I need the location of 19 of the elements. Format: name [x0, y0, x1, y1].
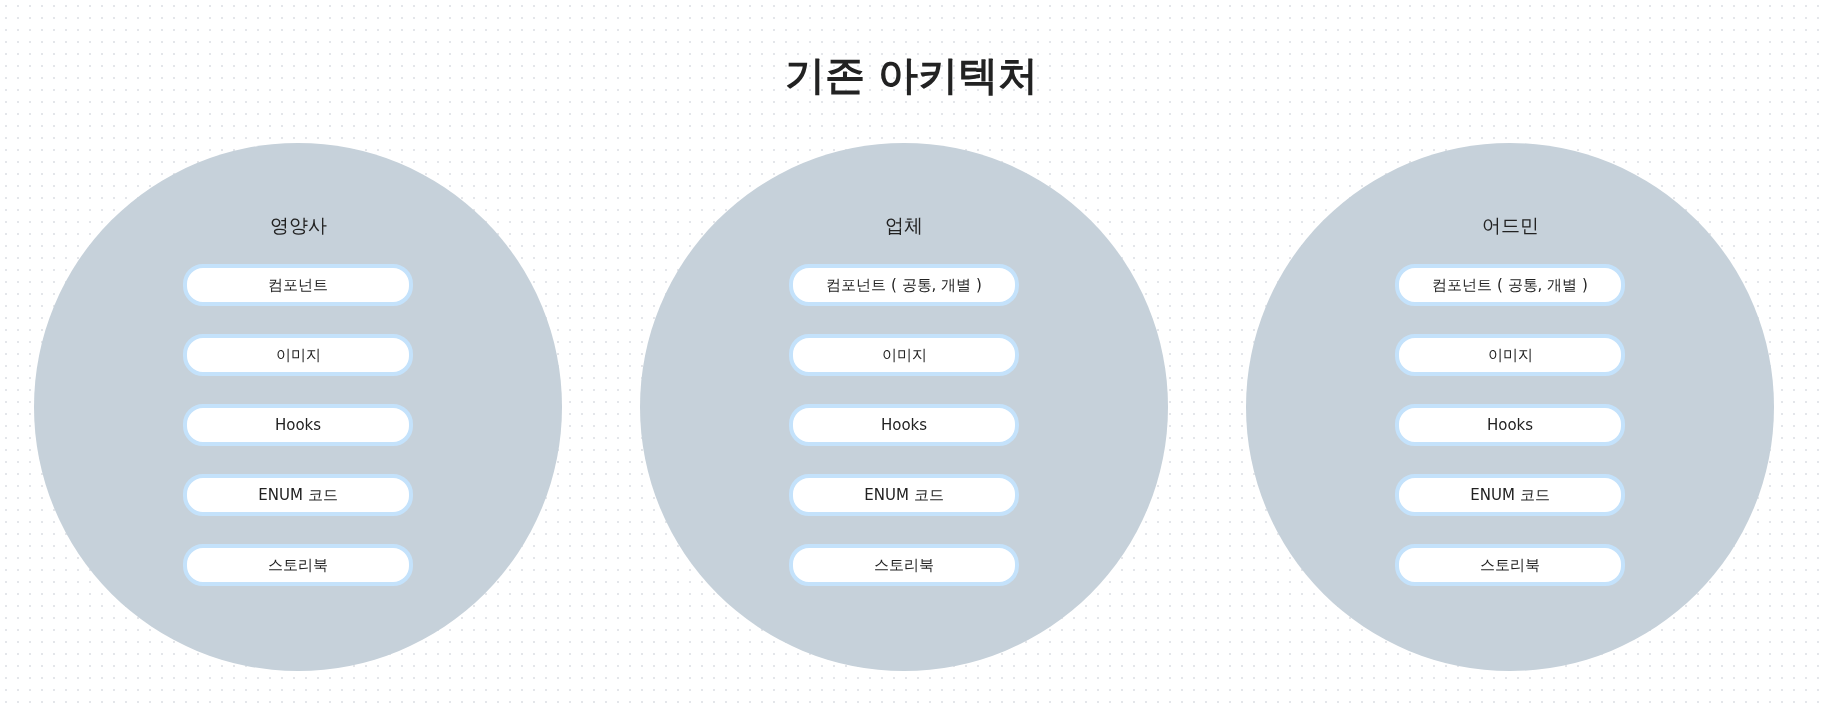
module-pill: 컴포넌트 ( 공통, 개별 ): [789, 264, 1019, 306]
group-title: 영양사: [268, 213, 328, 238]
group-title: 어드민: [1480, 213, 1540, 238]
module-pill: 컴포넌트 ( 공통, 개별 ): [1395, 264, 1625, 306]
module-pill: Hooks: [183, 404, 413, 446]
module-pill: Hooks: [1395, 404, 1625, 446]
module-pill: 이미지: [183, 334, 413, 376]
diagram-title: 기존 아키텍처: [783, 51, 1040, 100]
group-title: 업체: [884, 213, 924, 238]
module-pill: 이미지: [1395, 334, 1625, 376]
module-pill: Hooks: [789, 404, 1019, 446]
module-pill: ENUM 코드: [183, 474, 413, 516]
module-pill: 스토리북: [183, 544, 413, 586]
module-pill: 이미지: [789, 334, 1019, 376]
module-pill: ENUM 코드: [789, 474, 1019, 516]
module-pill: ENUM 코드: [1395, 474, 1625, 516]
module-pill: 컴포넌트: [183, 264, 413, 306]
module-pill: 스토리북: [1395, 544, 1625, 586]
module-pill: 스토리북: [789, 544, 1019, 586]
